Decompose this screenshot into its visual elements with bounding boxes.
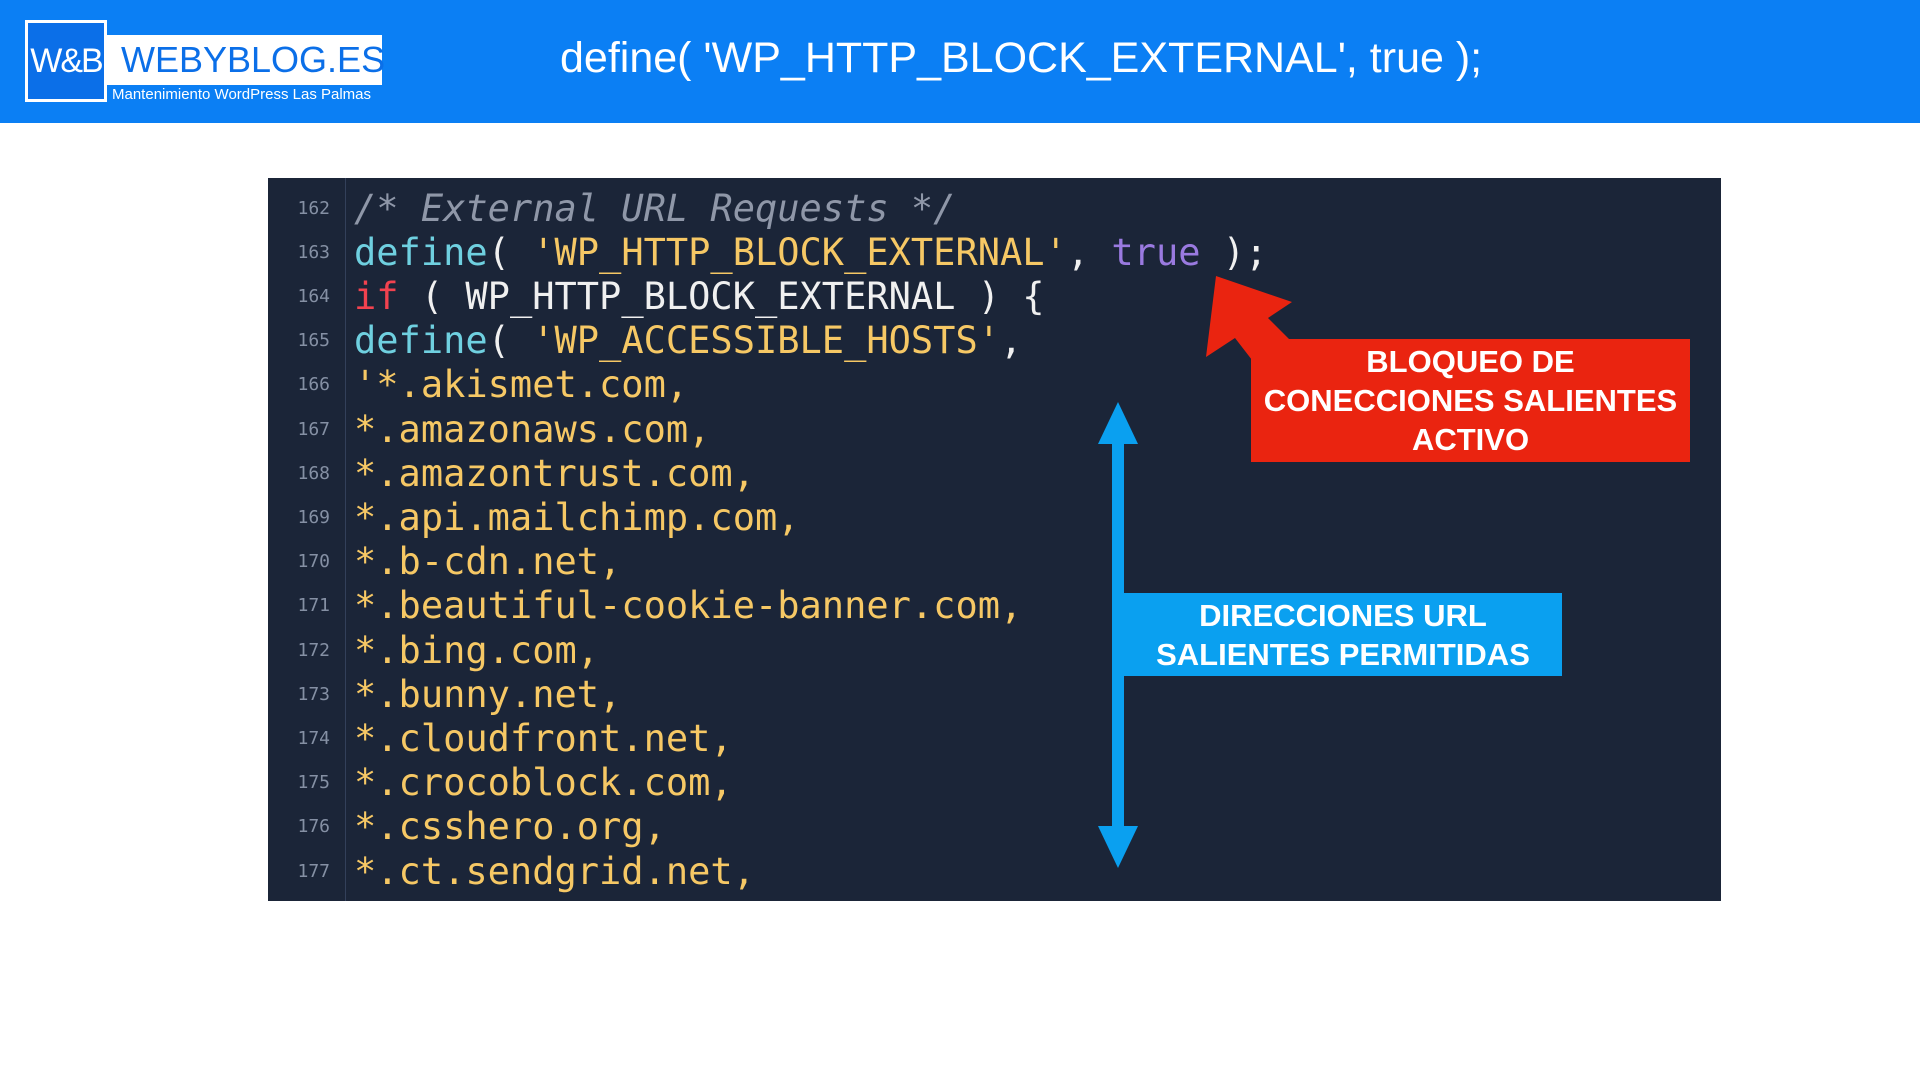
line-number: 163 xyxy=(297,241,330,263)
code-token: *.crocoblock.com, xyxy=(354,761,733,805)
code-text: '*.akismet.com, xyxy=(354,363,688,406)
line-number: 177 xyxy=(297,860,330,882)
code-token: *.bing.com, xyxy=(354,628,600,672)
code-text: *.b-cdn.net, xyxy=(354,540,621,583)
code-token: *.amazontrust.com, xyxy=(354,451,755,495)
code-line: 163 define( 'WP_HTTP_BLOCK_EXTERNAL', tru… xyxy=(268,230,1721,274)
code-line: 164 if ( WP_HTTP_BLOCK_EXTERNAL ) { xyxy=(268,274,1721,318)
blocking-active-callout: BLOQUEO DE CONECCIONES SALIENTES ACTIVO xyxy=(1251,339,1690,462)
callout-line: CONECCIONES SALIENTES xyxy=(1263,383,1678,418)
code-line: 168 *.amazontrust.com, xyxy=(268,451,1721,495)
line-number: 168 xyxy=(297,462,330,484)
code-text: *.cloudfront.net, xyxy=(354,717,733,760)
code-line: 162 /* External URL Requests */ xyxy=(268,186,1721,230)
code-token: *.cloudfront.net, xyxy=(354,716,733,760)
line-number: 167 xyxy=(297,418,330,440)
code-token: *.api.mailchimp.com, xyxy=(354,495,800,539)
code-line: 175 *.crocoblock.com, xyxy=(268,761,1721,805)
line-number: 171 xyxy=(297,595,330,617)
code-text: *.beautiful-cookie-banner.com, xyxy=(354,584,1022,627)
code-line: 169 *.api.mailchimp.com, xyxy=(268,495,1721,539)
line-number: 175 xyxy=(297,772,330,794)
code-token: *.csshero.org, xyxy=(354,805,666,849)
line-number: 174 xyxy=(297,727,330,749)
code-token: true xyxy=(1111,230,1201,274)
code-token: if xyxy=(354,274,399,318)
code-token: define xyxy=(354,319,488,363)
line-number: 173 xyxy=(297,683,330,705)
line-number: 164 xyxy=(297,285,330,307)
code-token: /* External URL Requests */ xyxy=(354,186,956,230)
line-number: 166 xyxy=(297,374,330,396)
code-token: *.bunny.net, xyxy=(354,672,622,716)
code-line: 171 *.beautiful-cookie-banner.com, xyxy=(268,584,1721,628)
code-token: '*.akismet.com, xyxy=(354,363,689,407)
code-token: 'WP_HTTP_BLOCK_EXTERNAL' xyxy=(532,230,1067,274)
code-text: *.bunny.net, xyxy=(354,673,621,716)
code-text: *.ct.sendgrid.net, xyxy=(354,850,755,893)
code-token: , xyxy=(1000,319,1023,363)
code-line: 165 define( 'WP_ACCESSIBLE_HOSTS', xyxy=(268,319,1721,363)
code-text: *.amazontrust.com, xyxy=(354,452,755,495)
callout-line: BLOQUEO DE xyxy=(1366,344,1575,379)
code-text: define( 'WP_ACCESSIBLE_HOSTS', xyxy=(354,319,1022,362)
code-token: ( WP_HTTP_BLOCK_EXTERNAL ) { xyxy=(398,274,1045,318)
code-text: *.bing.com, xyxy=(354,629,599,672)
code-token: ( xyxy=(487,230,533,274)
code-line: 170 *.b-cdn.net, xyxy=(268,540,1721,584)
code-line: 176 *.csshero.org, xyxy=(268,805,1721,849)
line-number: 170 xyxy=(297,551,330,573)
code-token: ( xyxy=(487,319,533,363)
allowed-urls-callout: DIRECCIONES URL SALIENTES PERMITIDAS xyxy=(1124,593,1562,676)
code-line: 166 '*.akismet.com, xyxy=(268,363,1721,407)
logo-tagline: Mantenimiento WordPress Las Palmas xyxy=(112,86,371,103)
double-arrow-icon xyxy=(1098,402,1138,868)
code-token: *.amazonaws.com, xyxy=(354,407,711,451)
header-banner: W&B WEBYBLOG.ES Mantenimiento WordPress … xyxy=(0,0,1920,123)
logo-mark: W&B xyxy=(25,20,107,102)
code-line: 177 *.ct.sendgrid.net, xyxy=(268,849,1721,893)
logo-name: WEBYBLOG.ES xyxy=(105,35,385,85)
code-line: 167 *.amazonaws.com, xyxy=(268,407,1721,451)
code-text: *.amazonaws.com, xyxy=(354,408,710,451)
code-token: *.b-cdn.net, xyxy=(354,540,622,584)
code-line: 172 *.bing.com, xyxy=(268,628,1721,672)
line-number: 176 xyxy=(297,816,330,838)
line-number: 162 xyxy=(297,197,330,219)
callout-line: DIRECCIONES URL xyxy=(1199,597,1487,633)
code-token: *.beautiful-cookie-banner.com, xyxy=(354,584,1023,628)
page-title: define( 'WP_HTTP_BLOCK_EXTERNAL', true )… xyxy=(560,34,1483,82)
callout-line: ACTIVO xyxy=(1411,422,1530,457)
code-token: 'WP_ACCESSIBLE_HOSTS' xyxy=(532,319,1001,363)
code-text: if ( WP_HTTP_BLOCK_EXTERNAL ) { xyxy=(354,275,1045,318)
code-text: *.crocoblock.com, xyxy=(354,761,733,804)
callout-line: SALIENTES PERMITIDAS xyxy=(1156,636,1530,672)
code-token: , xyxy=(1066,230,1112,274)
code-token: *.ct.sendgrid.net, xyxy=(354,849,755,893)
line-number: 169 xyxy=(297,506,330,528)
code-token: ); xyxy=(1200,230,1268,274)
code-text: *.api.mailchimp.com, xyxy=(354,496,800,539)
code-text: *.csshero.org, xyxy=(354,805,666,848)
code-line: 174 *.cloudfront.net, xyxy=(268,716,1721,760)
line-number-gutter xyxy=(268,178,346,901)
line-number: 165 xyxy=(297,330,330,352)
code-token: define xyxy=(354,230,488,274)
line-number: 172 xyxy=(297,639,330,661)
code-text: define( 'WP_HTTP_BLOCK_EXTERNAL', true )… xyxy=(354,231,1267,274)
code-line: 173 *.bunny.net, xyxy=(268,672,1721,716)
code-text: /* External URL Requests */ xyxy=(354,187,955,230)
